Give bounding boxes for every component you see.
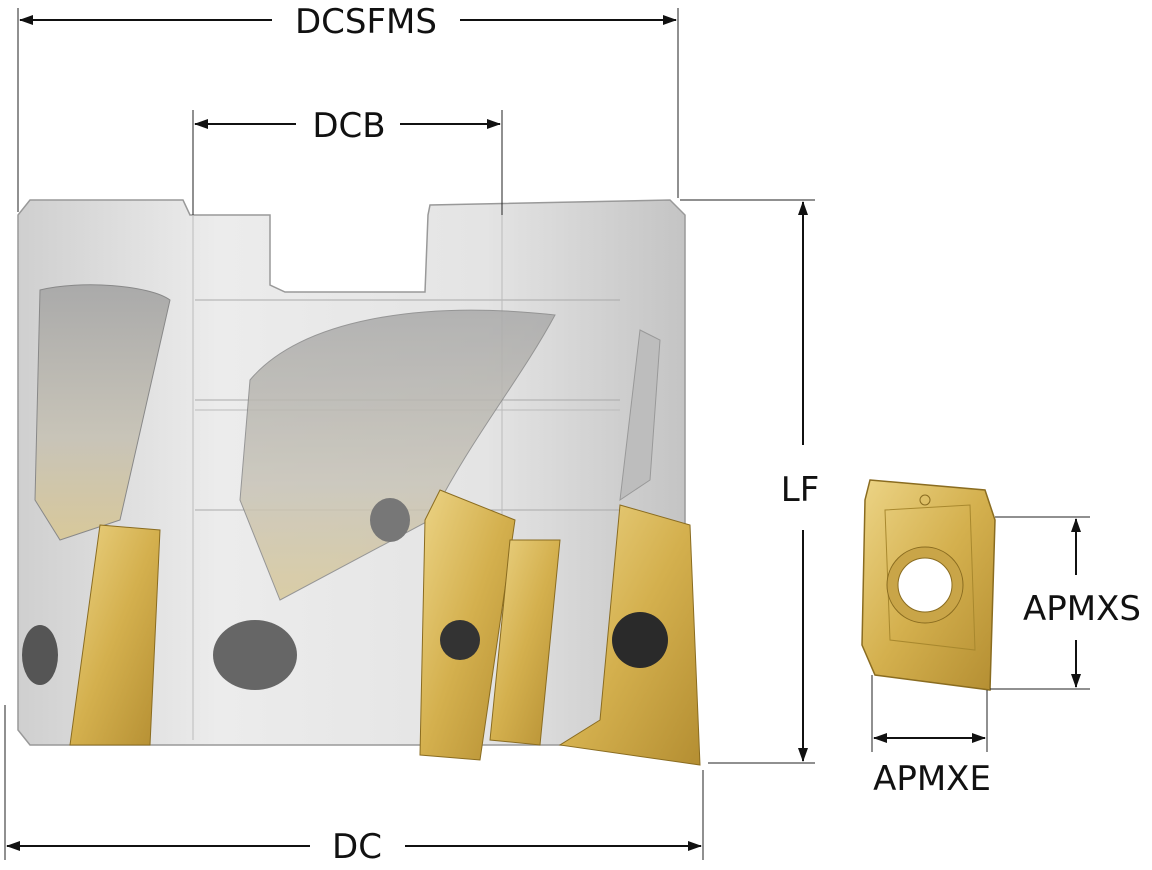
insert-detail	[861, 479, 996, 691]
chip-flute-left	[34, 284, 171, 541]
dimension-apmxs: APMXS	[1023, 518, 1141, 688]
coolant-hole	[213, 620, 297, 690]
cutter-inserts	[69, 489, 701, 766]
dimension-dcb: DCB	[194, 106, 501, 146]
dimension-apmxe: APMXE	[873, 733, 991, 799]
lf-label: LF	[781, 470, 820, 510]
coolant-hole	[22, 625, 58, 685]
chip-flute-center	[239, 309, 556, 601]
insert-left	[69, 524, 161, 746]
dimension-dcsfms: DCSFMS	[19, 2, 677, 42]
dcsfms-label: DCSFMS	[295, 2, 437, 42]
dimension-dc: DC	[6, 827, 702, 867]
insert-screw	[612, 612, 668, 668]
dcb-label: DCB	[312, 106, 385, 146]
dimension-lf: LF	[781, 201, 820, 762]
dc-label: DC	[332, 827, 382, 867]
apmxs-label: APMXS	[1023, 589, 1141, 629]
cutter-body	[17, 199, 686, 746]
extension-lines	[4, 8, 1090, 860]
apmxe-label: APMXE	[873, 759, 991, 799]
insert-screw	[440, 620, 480, 660]
